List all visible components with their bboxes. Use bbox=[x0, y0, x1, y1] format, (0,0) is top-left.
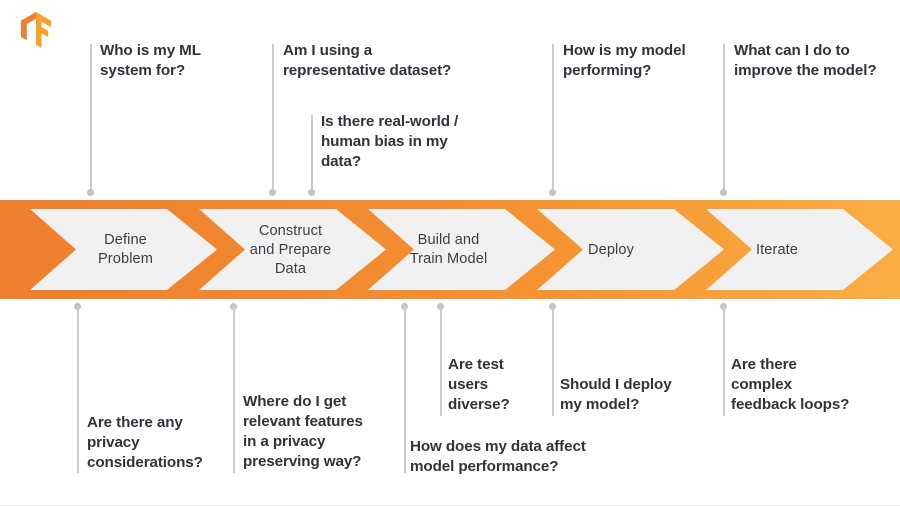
step-label-construct-prepare-data: Construct and Prepare Data bbox=[249, 223, 332, 277]
question-who-is-my-ml-system-for: Who is my ML system for? bbox=[100, 42, 201, 79]
question-how-is-my-model-performing: How is my model performing? bbox=[563, 42, 686, 79]
step-label-iterate: Iterate bbox=[755, 242, 799, 258]
connector-line-top-2 bbox=[272, 44, 274, 191]
connector-dot-top-4 bbox=[549, 189, 556, 196]
connector-dot-top-3 bbox=[308, 189, 315, 196]
connector-line-bottom-4 bbox=[440, 306, 442, 416]
question-am-i-using-a-representative-dataset: Am I using a representative dataset? bbox=[283, 42, 452, 79]
question-how-does-my-data-affect-model-performance: How does my data affect model performanc… bbox=[410, 438, 586, 475]
connector-dot-top-5 bbox=[720, 189, 727, 196]
connector-dot-top-2 bbox=[269, 189, 276, 196]
tensorflow-logo-icon bbox=[14, 8, 58, 52]
step-label-build-train-model: Build and Train Model bbox=[409, 232, 488, 267]
connector-line-bottom-3 bbox=[404, 306, 406, 473]
connector-line-top-4 bbox=[552, 44, 554, 191]
step-label-define-problem: Define Problem bbox=[97, 232, 154, 267]
connector-line-bottom-5 bbox=[552, 306, 554, 416]
step-label-deploy: Deploy bbox=[587, 242, 635, 258]
connector-line-bottom-6 bbox=[723, 306, 725, 416]
question-are-there-complex-feedback-loops: Are there complex feedback loops? bbox=[731, 356, 850, 413]
question-should-i-deploy-my-model: Should I deploy my model? bbox=[560, 376, 672, 413]
question-is-there-real-world-human-bias: Is there real-world / human bias in my d… bbox=[321, 113, 459, 170]
question-are-there-any-privacy-considerations: Are there any privacy considerations? bbox=[87, 414, 203, 471]
question-are-test-users-diverse: Are test users diverse? bbox=[448, 356, 510, 413]
connector-line-top-5 bbox=[723, 44, 725, 191]
connector-line-top-3 bbox=[311, 115, 313, 191]
connector-line-top-1 bbox=[90, 44, 92, 191]
question-where-do-i-get-relevant-features: Where do I get relevant features in a pr… bbox=[243, 393, 363, 470]
question-what-can-i-do-to-improve-the-model: What can I do to improve the model? bbox=[734, 42, 877, 79]
connector-line-bottom-2 bbox=[233, 306, 235, 473]
connector-line-bottom-1 bbox=[77, 306, 79, 473]
connector-dot-top-1 bbox=[87, 189, 94, 196]
ml-workflow-process-bar: Define Problem Construct and Prepare Dat… bbox=[0, 200, 900, 299]
